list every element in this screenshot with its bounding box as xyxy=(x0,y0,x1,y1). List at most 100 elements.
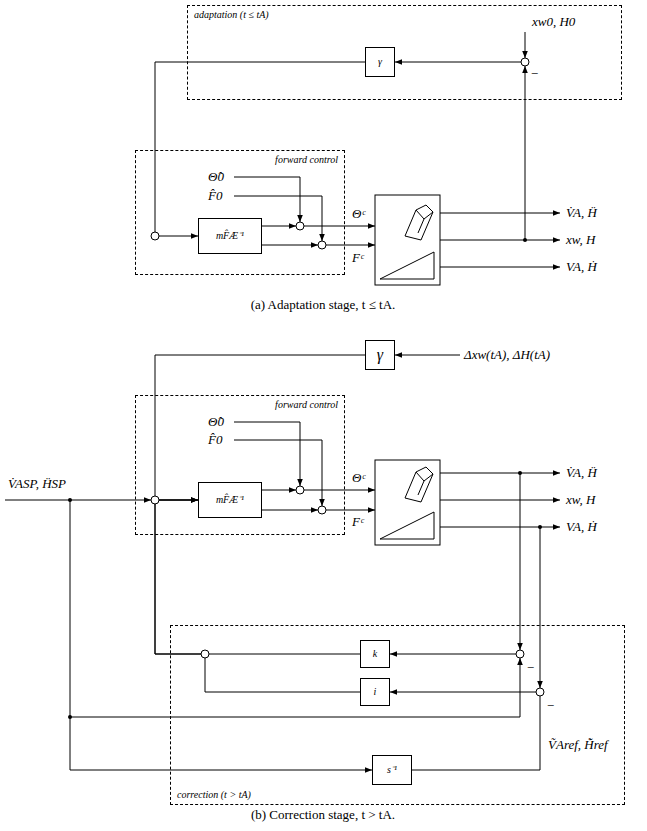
signal-connector xyxy=(390,692,540,770)
signal-name: ṼAref, H̃̇ref xyxy=(548,737,608,753)
signal-wire xyxy=(234,422,300,486)
region-title: forward control xyxy=(275,154,338,166)
signal-name: Θ̂0 xyxy=(208,414,224,430)
signal-name: Fᶜ xyxy=(352,514,363,530)
signal-name: V̇ASP, ḦSP xyxy=(8,476,66,492)
summing-junction xyxy=(151,232,159,240)
terrain-slope xyxy=(380,252,434,279)
correction-region: correction (t > tA) k i s⁻¹ xyxy=(170,625,625,805)
block-label: γ xyxy=(377,346,383,364)
signal-wire xyxy=(440,240,560,241)
signal-wire xyxy=(440,473,560,474)
signal-wire xyxy=(70,500,372,770)
signal-wire xyxy=(304,226,375,227)
signal-name: VA, Ḣ xyxy=(566,259,597,275)
branch-dot xyxy=(538,525,542,529)
region-title: forward control xyxy=(275,399,338,411)
summing-junction xyxy=(318,241,326,249)
integral-gain-block: i xyxy=(360,678,390,706)
aircraft-sketch xyxy=(405,467,433,502)
signal-wire xyxy=(326,245,375,246)
integrator-block: s⁻¹ xyxy=(372,755,412,785)
summing-junction xyxy=(296,222,304,230)
subfigure-caption: (b) Correction stage, t > tA. xyxy=(251,807,395,823)
aircraft-sketch xyxy=(416,210,433,233)
block-label: mF̂Æ⁻¹ xyxy=(216,494,244,506)
region-title: correction (t > tA) xyxy=(177,789,251,801)
signal-name: xw0, H0 xyxy=(532,14,575,30)
signal-name: Fᶜ xyxy=(352,250,363,266)
block-label: γ xyxy=(378,56,382,68)
signal-wire xyxy=(520,473,521,650)
forward-control-region: forward control mF̂Æ⁻¹ xyxy=(135,150,345,275)
signal-wires xyxy=(5,32,560,770)
summing-junction xyxy=(201,650,209,658)
sign-mark: − xyxy=(526,660,535,676)
subfigure-caption: (a) Adaptation stage, t ≤ tA. xyxy=(251,297,396,313)
signal-wire xyxy=(262,510,318,511)
sign-mark: − xyxy=(530,66,539,82)
summing-junction xyxy=(536,688,544,696)
inverse-gain-block: mF̂Æ⁻¹ xyxy=(198,482,262,518)
gain-block: k xyxy=(360,640,390,668)
signal-connector xyxy=(155,500,360,692)
aircraft-sketch xyxy=(405,205,433,240)
signal-name: F̂0 xyxy=(208,188,222,204)
gain-block: γ xyxy=(365,340,395,370)
summing-junction xyxy=(151,496,159,504)
plant-box xyxy=(375,195,440,285)
signal-wire xyxy=(262,490,296,491)
signal-name: VA, Ḣ xyxy=(566,519,597,535)
summing-junctions xyxy=(151,58,544,696)
plant-box xyxy=(375,460,440,545)
signal-wire xyxy=(525,66,526,240)
summing-junction xyxy=(296,486,304,494)
branch-dots xyxy=(68,238,542,719)
signal-wire xyxy=(304,490,375,491)
signal-name: xw, H xyxy=(566,492,595,508)
signal-name: Θ̂0 xyxy=(208,169,224,185)
branch-dot xyxy=(68,498,72,502)
signal-wire xyxy=(440,267,560,268)
signal-connector xyxy=(155,500,360,654)
signal-wire xyxy=(395,62,521,63)
signal-connector xyxy=(155,355,365,500)
sign-mark: − xyxy=(546,698,555,714)
signal-name: F̂0 xyxy=(208,432,222,448)
signal-wire xyxy=(262,245,318,246)
summing-junction xyxy=(521,58,529,66)
block-label: i xyxy=(374,686,377,698)
signal-wire xyxy=(5,500,151,501)
block-label: s⁻¹ xyxy=(387,764,397,776)
inverse-gain-block: mF̂Æ⁻¹ xyxy=(198,218,262,254)
aircraft-sketch xyxy=(416,472,433,495)
region-title: adaptation (t ≤ tA) xyxy=(194,9,269,21)
signal-name: V̇A, Ḧ xyxy=(566,205,597,221)
branch-dot xyxy=(523,238,527,242)
signal-name: xw, H xyxy=(566,232,595,248)
block-label: mF̂Æ⁻¹ xyxy=(216,230,244,242)
block-label: k xyxy=(373,648,377,660)
plant-illustration xyxy=(375,195,440,545)
signal-wire xyxy=(540,527,541,688)
signal-name: Δxw(tA), ΔH(tA) xyxy=(464,347,550,363)
signal-name: Θᶜ xyxy=(352,206,365,222)
signal-wire xyxy=(395,355,460,356)
signal-wire xyxy=(440,500,560,501)
signal-wire xyxy=(262,226,296,227)
signal-wire xyxy=(440,213,560,214)
terrain-slope xyxy=(380,512,434,539)
summing-junction xyxy=(318,506,326,514)
signal-wire xyxy=(525,32,526,58)
branch-dot xyxy=(518,471,522,475)
signal-wire xyxy=(326,510,375,511)
signal-name: V̇A, Ḧ xyxy=(566,465,597,481)
summing-junction xyxy=(516,650,524,658)
branch-dot xyxy=(68,715,72,719)
signal-wire xyxy=(234,177,300,222)
signal-name: Θᶜ xyxy=(352,470,365,486)
signal-wire xyxy=(70,658,520,717)
gain-block: γ xyxy=(365,47,395,77)
forward-control-region: forward control mF̂Æ⁻¹ xyxy=(135,395,345,535)
signal-wire xyxy=(390,654,516,655)
